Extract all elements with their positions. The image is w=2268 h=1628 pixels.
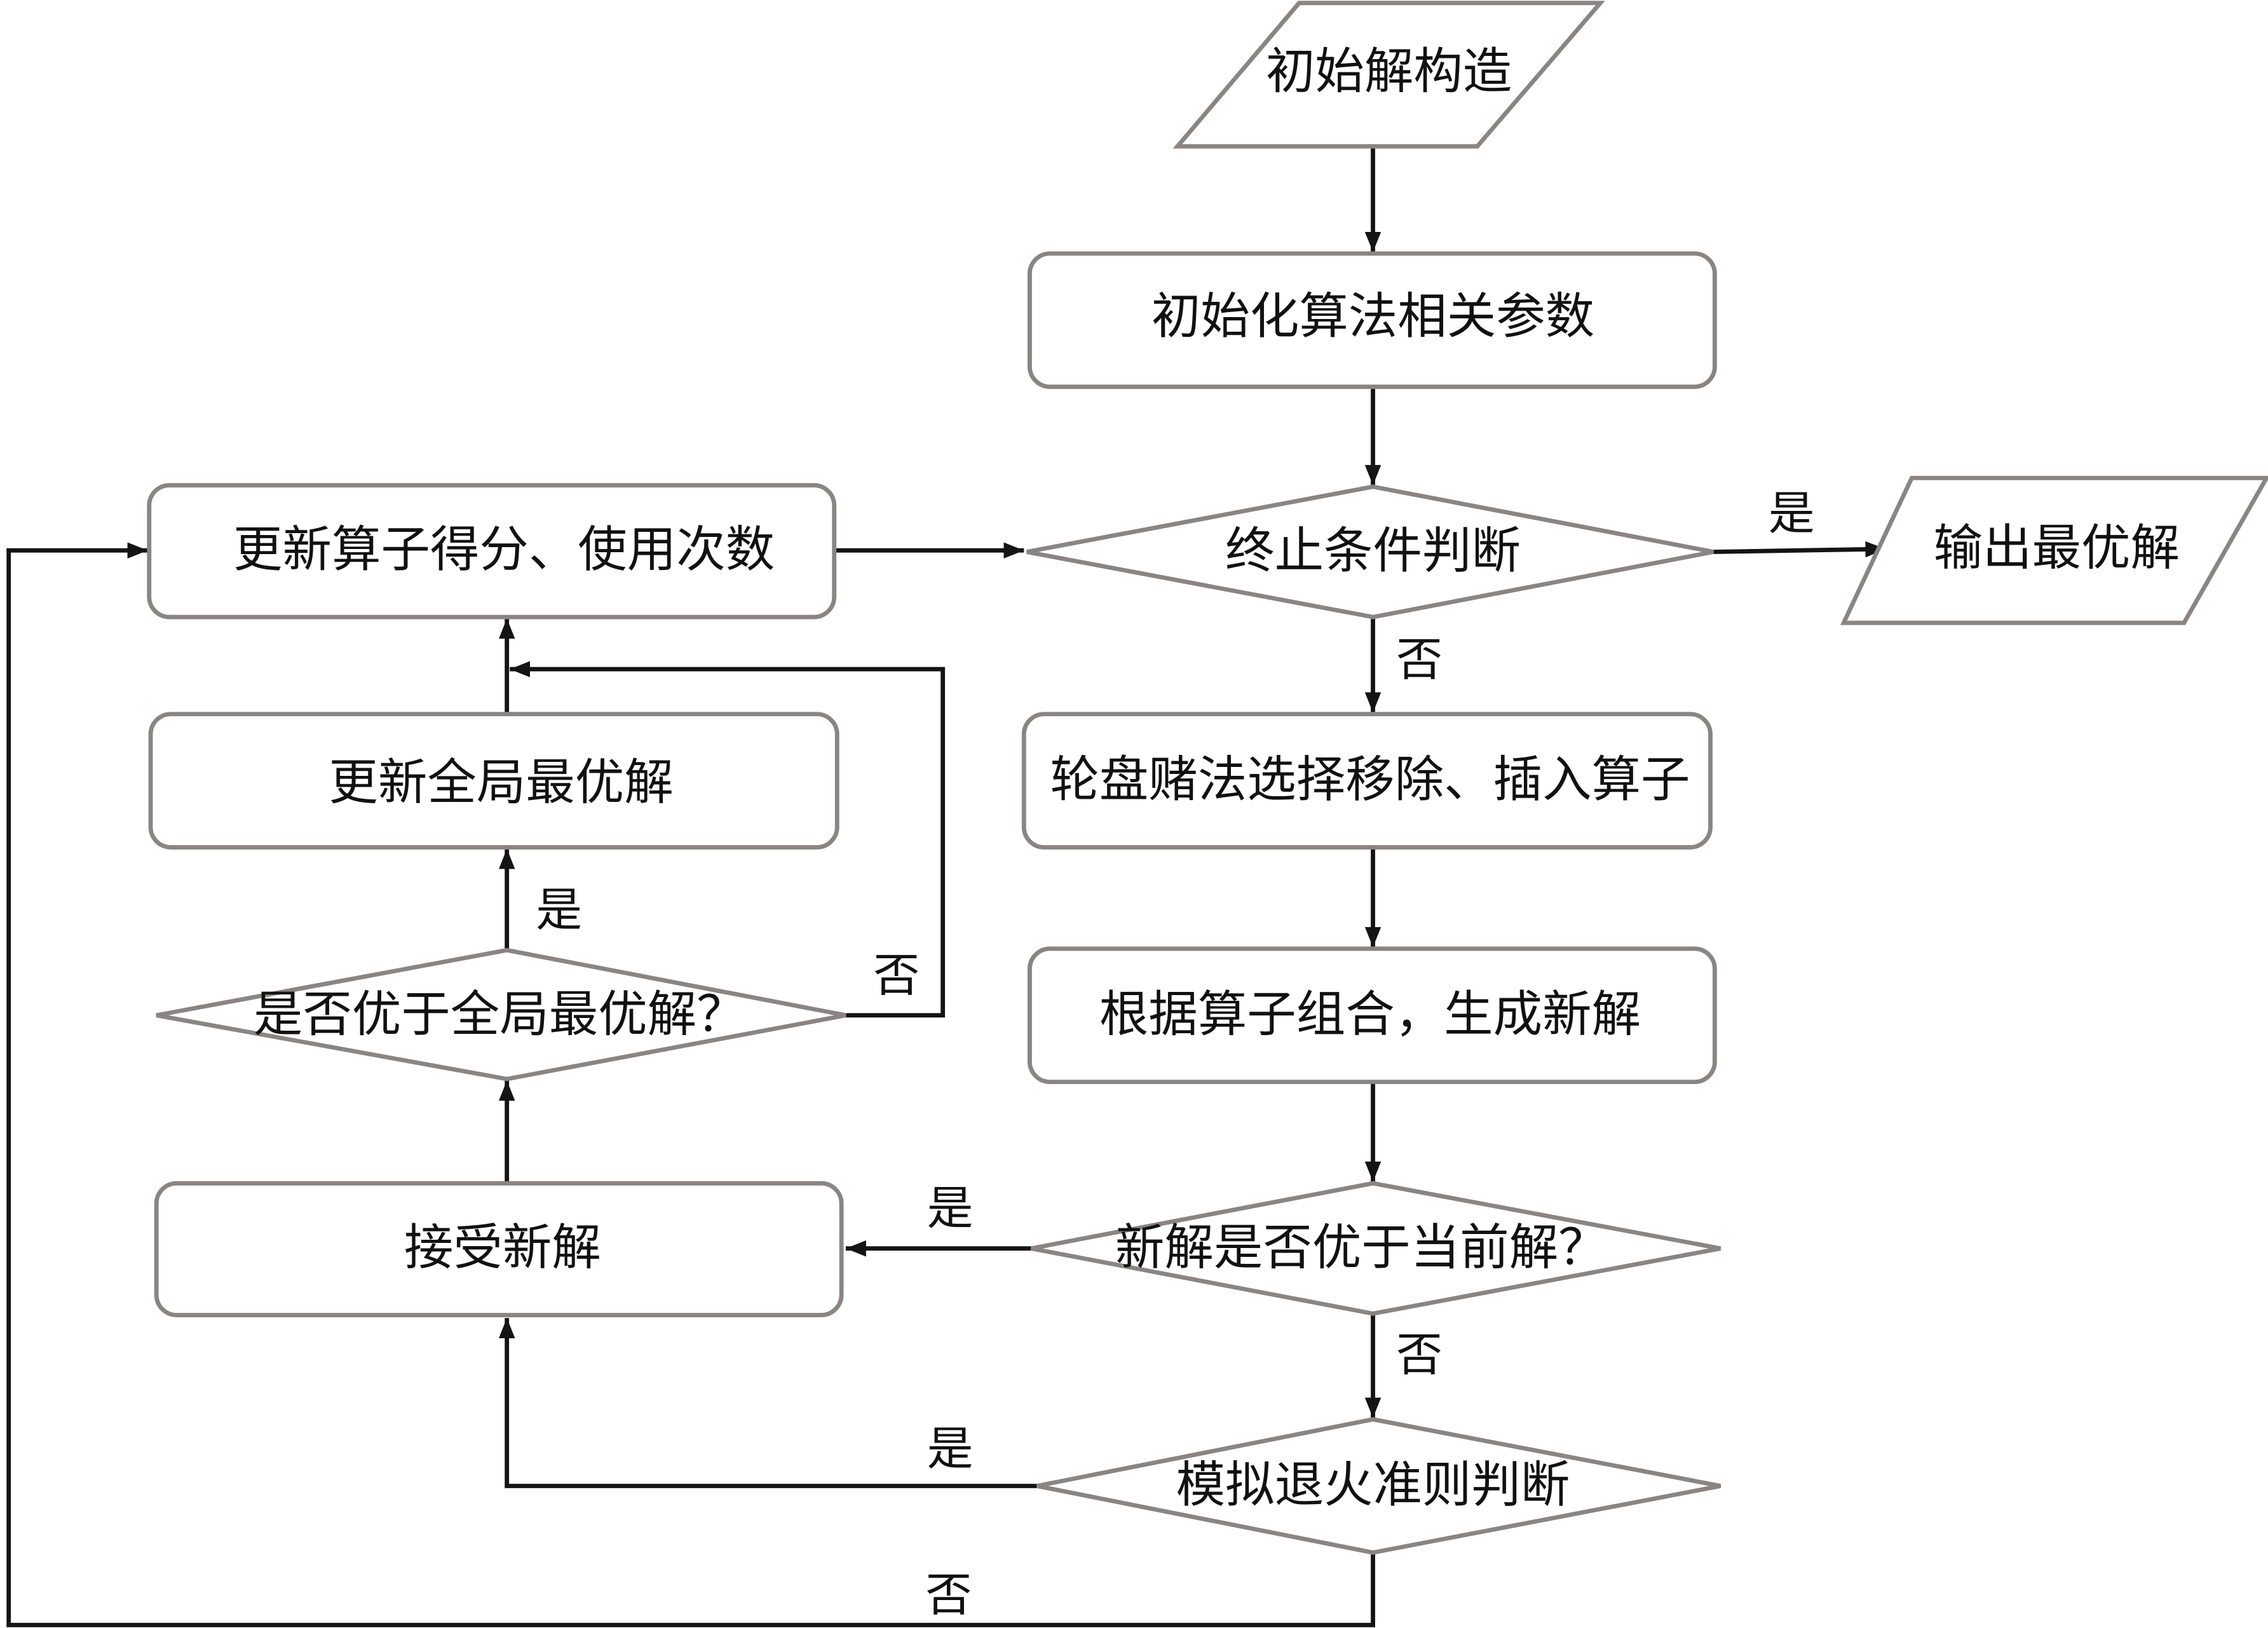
node-termination-check-label: 终止条件判断 — [1225, 522, 1521, 580]
edge-label-current-yes: 是 — [927, 1182, 974, 1236]
node-generate-solution: 根据算子组合，生成新解 — [1027, 946, 1717, 1085]
node-initial-solution-label: 初始解构造 — [1266, 43, 1512, 100]
node-update-operator-scores: 更新算子得分、使用次数 — [147, 483, 837, 620]
edge-label-termination-no: 否 — [1396, 633, 1443, 687]
edges — [6, 146, 1886, 1627]
edge-sa-no-to-update-scores — [6, 542, 1375, 1627]
node-accept-solution: 接受新解 — [154, 1181, 844, 1317]
node-update-global-best-label: 更新全局最优解 — [329, 754, 673, 811]
edge-label-global-no: 否 — [873, 949, 920, 1003]
node-update-operator-scores-label: 更新算子得分、使用次数 — [233, 521, 775, 578]
node-termination-check: 终止条件判断 — [1026, 484, 1714, 620]
node-initial-solution: 初始解构造 — [1172, 1, 1605, 149]
node-sa-criterion: 模拟退火准则判断 — [1036, 1417, 1721, 1555]
edge-label-sa-no: 否 — [925, 1568, 972, 1622]
edge-sa-yes-to-accept — [498, 1318, 1037, 1488]
edge-termination-yes-to-output — [1713, 541, 1886, 558]
node-update-global-best: 更新全局最优解 — [148, 712, 839, 850]
edge-labels: 是 否 是 否 是 否 是 否 — [536, 487, 1814, 1622]
node-better-than-current-label: 新解是否优于当前解？ — [1115, 1219, 1608, 1276]
edge-label-sa-yes: 是 — [927, 1422, 974, 1476]
node-sa-criterion-label: 模拟退火准则判断 — [1176, 1456, 1570, 1514]
edge-label-current-no: 否 — [1396, 1328, 1443, 1382]
edge-label-termination-yes: 是 — [1769, 487, 1815, 541]
node-output-best-label: 输出最优解 — [1934, 519, 2180, 576]
edge-label-global-yes: 是 — [536, 883, 582, 937]
node-generate-solution-label: 根据算子组合，生成新解 — [1099, 986, 1641, 1043]
node-init-params: 初始化算法相关参数 — [1027, 251, 1717, 390]
node-output-best: 输出最优解 — [1840, 475, 2268, 625]
node-init-params-label: 初始化算法相关参数 — [1151, 288, 1594, 345]
node-better-than-global: 是否优于全局最优解？ — [156, 947, 846, 1082]
node-better-than-global-label: 是否优于全局最优解？ — [254, 986, 746, 1043]
edge-global-no-to-update-scores — [510, 661, 946, 1018]
node-accept-solution-label: 接受新解 — [404, 1219, 601, 1276]
node-roulette-select-label: 轮盘赌法选择移除、插入算子 — [1050, 751, 1690, 808]
node-roulette-select: 轮盘赌法选择移除、插入算子 — [1021, 712, 1713, 850]
node-better-than-current: 新解是否优于当前解？ — [1031, 1181, 1721, 1316]
